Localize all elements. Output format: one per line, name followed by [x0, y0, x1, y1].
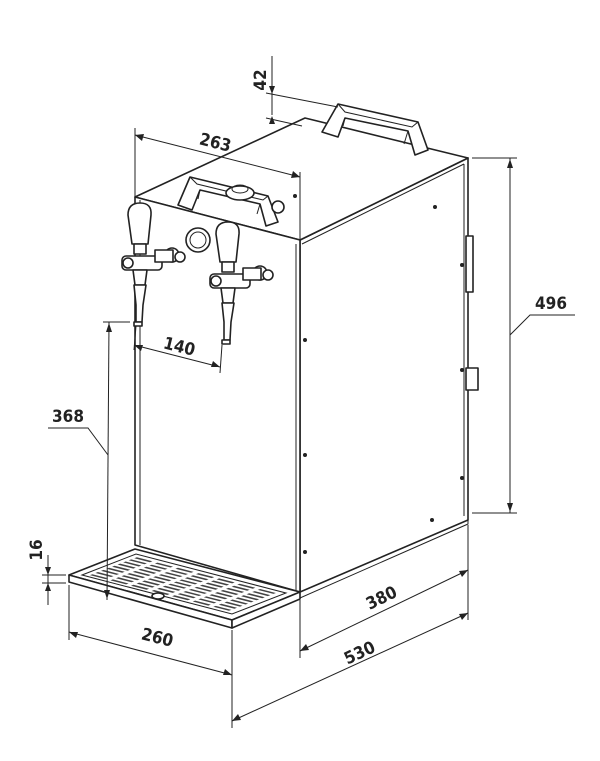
grate-slot — [132, 571, 151, 576]
grate-slot — [101, 569, 120, 575]
grate-slot — [162, 585, 181, 591]
grate-slot — [214, 592, 234, 598]
grate-slot — [199, 584, 219, 590]
grate-slot — [196, 573, 215, 579]
grate-slot — [175, 567, 194, 573]
grate-slot — [192, 600, 211, 606]
grate-slot — [142, 580, 161, 586]
dim-label-368: 368 — [52, 407, 84, 427]
grate-slot — [194, 586, 213, 592]
grate-slot — [131, 584, 150, 590]
grate-slot — [121, 575, 140, 581]
grate-slot — [164, 572, 183, 577]
grate-slot — [153, 576, 172, 582]
dim-496: 496 — [472, 157, 575, 514]
grate-slot — [110, 579, 129, 585]
grate-slot — [241, 595, 260, 601]
dim-530: 530 — [231, 575, 469, 728]
grate-slot — [127, 573, 146, 579]
grate-slot — [117, 563, 136, 569]
screw — [303, 338, 307, 342]
grate-slot — [177, 593, 196, 599]
screw — [430, 518, 434, 522]
screw — [460, 368, 464, 372]
pressure-gauge — [185, 227, 211, 253]
tray-drain — [151, 592, 165, 600]
grate-slot — [216, 578, 235, 584]
grate-slot — [112, 565, 131, 571]
grate-slot — [89, 574, 108, 580]
grate-slot — [252, 591, 271, 597]
dim-label-16: 16 — [27, 539, 47, 560]
beer-tap-left — [121, 202, 186, 327]
grate-slot — [179, 579, 198, 585]
grate-slot — [138, 568, 157, 574]
grate-slot — [149, 564, 168, 570]
grate-slot — [134, 557, 153, 563]
screw — [303, 550, 307, 554]
screw — [303, 453, 307, 457]
grate-slot — [136, 582, 155, 588]
grate-slot — [158, 574, 177, 580]
grate-slot — [172, 595, 191, 601]
front-handle — [177, 176, 285, 227]
grate-slot — [198, 598, 217, 604]
grate-slot — [116, 577, 135, 583]
grate-slot — [231, 585, 250, 591]
grate-slot — [128, 559, 147, 565]
screw — [460, 263, 464, 267]
beer-tap-right — [209, 221, 274, 345]
grate-slot — [211, 580, 230, 586]
grate-slot — [237, 583, 256, 589]
dim-label-496: 496 — [535, 294, 567, 314]
grate-slot — [190, 575, 209, 581]
grate-slot — [184, 577, 203, 583]
rear-connector — [465, 367, 479, 391]
grate-slot — [218, 603, 237, 609]
grate-slot — [230, 599, 249, 605]
drip-tray-grate — [89, 557, 276, 611]
grate-slot — [95, 572, 114, 577]
grate-slot — [205, 582, 224, 588]
dim-42: 42 — [251, 56, 339, 127]
grate-slot — [123, 561, 142, 567]
grate-slot — [147, 578, 166, 584]
drip-tray — [68, 548, 301, 629]
grate-slot — [246, 593, 265, 599]
grate-slot — [168, 583, 187, 589]
grate-slot — [226, 587, 245, 593]
dim-label-42: 42 — [251, 69, 271, 90]
grate-slot — [183, 591, 202, 596]
grate-slot — [173, 581, 192, 587]
grate-slot — [157, 587, 176, 593]
grate-slot — [154, 562, 173, 568]
grate-slot — [224, 601, 243, 607]
screw — [433, 205, 437, 209]
grate-slot — [220, 590, 239, 595]
grate-slot — [169, 570, 188, 575]
grate-slot — [143, 566, 162, 572]
grate-slot — [106, 567, 125, 573]
dim-label-260: 260 — [139, 625, 175, 652]
grate-slot — [235, 597, 254, 603]
grate-slot — [188, 589, 207, 594]
dim-263: 263 — [134, 128, 301, 240]
grate-slot — [203, 596, 222, 602]
rear-handle — [321, 103, 429, 156]
dim-368: 368 — [48, 321, 130, 601]
dim-label-530: 530 — [341, 638, 378, 670]
rear-connector — [465, 235, 474, 293]
dim-16: 16 — [27, 539, 66, 605]
grate-slot — [213, 605, 232, 611]
cooler-body — [134, 117, 479, 599]
grate-slot — [257, 589, 276, 594]
dim-label-380: 380 — [363, 583, 400, 615]
grate-slot — [209, 594, 228, 600]
screw — [293, 194, 297, 198]
screw — [460, 476, 464, 480]
